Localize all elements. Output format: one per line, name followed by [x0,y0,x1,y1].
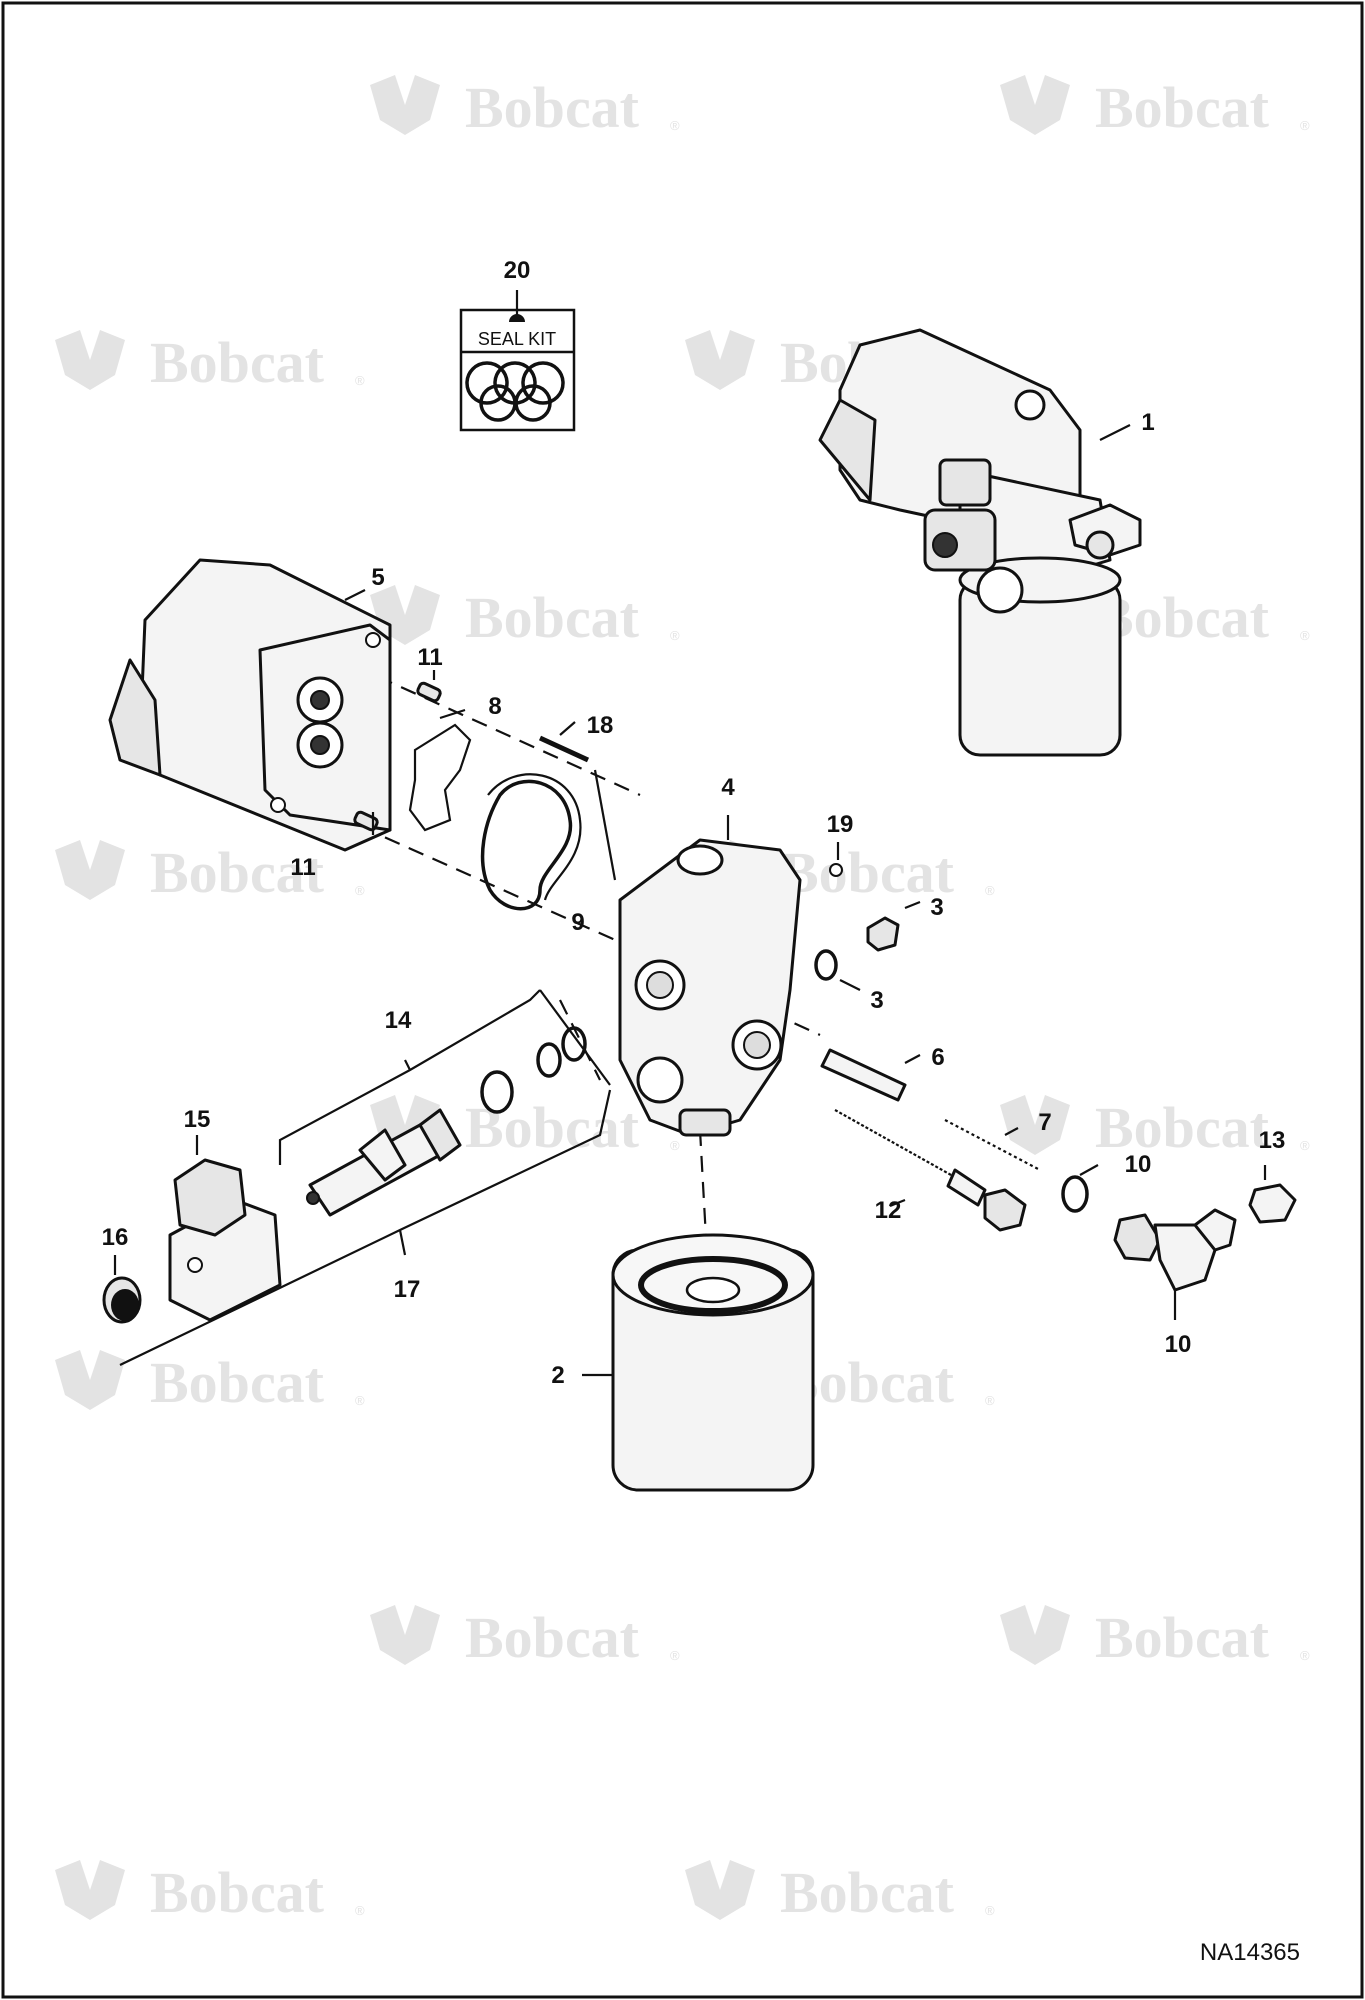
callout-1: 1 [1141,409,1154,436]
roll-pin-leader [593,769,617,881]
callout-19: 19 [827,811,854,838]
callout-10: 10 [1165,1331,1192,1358]
callout-11: 11 [290,854,315,881]
watermark-text: Bobcat [1095,75,1270,140]
watermark-text: Bobcat [465,1095,640,1160]
seal-kit-box: SEAL KIT [459,290,576,432]
callout-20: 20 [504,257,531,284]
svg-text:®: ® [355,373,365,388]
callout-6: 6 [931,1044,944,1071]
svg-text:®: ® [1300,1648,1310,1663]
watermark-logo: Bobcat ® [55,1350,365,1415]
watermark-logo: Bobcat ® [370,585,680,650]
watermark-logo: Bobcat ® [370,1605,680,1670]
coil-nut [102,1276,142,1324]
cartridge-valve [306,1108,462,1217]
filter-element [611,1233,815,1492]
assembled-pump-filter [818,328,1142,757]
plug [866,916,900,952]
callout-5: 5 [371,564,384,591]
watermark-text: Bobcat [780,840,955,905]
elbow-fitting [1113,1208,1237,1292]
watermark-logo: Bobcat ® [1000,75,1310,140]
valve-o-ring [480,1070,514,1114]
callout-7: 7 [1038,1109,1051,1136]
watermark-text: Bobcat [150,840,325,905]
watermark-text: Bobcat [150,1350,325,1415]
watermark-text: Bobcat [465,75,640,140]
svg-text:®: ® [355,883,365,898]
callout-10: 10 [1125,1151,1152,1178]
watermark-logo: Bobcat ® [55,330,365,395]
watermark-logo: Bobcat ® [685,1860,995,1925]
dowel-pin [416,681,442,703]
callout-3: 3 [870,987,883,1014]
roll-pin [538,735,590,763]
callout-labels: 1 2 3 3 4 5 6 7 8 9 10 10 11 11 12 13 14… [102,257,1286,1389]
filter-head-manifold [618,838,802,1137]
watermark-text: Bobcat [150,1860,325,1925]
leader-lines [113,424,1267,1377]
solenoid-coil [168,1158,282,1322]
callout-14: 14 [385,1007,412,1034]
svg-text:®: ® [1300,628,1310,643]
hydraulic-pump [108,558,392,852]
svg-text:®: ® [355,1903,365,1918]
svg-text:®: ® [670,1648,680,1663]
watermark-logo: Bobcat ® [55,1860,365,1925]
watermark-logo: Bobcat ® [370,75,680,140]
callout-15: 15 [184,1106,211,1133]
callout-9: 9 [571,909,584,936]
svg-text:®: ® [670,628,680,643]
watermark-text: Bobcat [465,585,640,650]
callout-11: 11 [417,644,442,671]
callout-17: 17 [394,1276,421,1303]
svg-text:®: ® [985,883,995,898]
watermark-logo: Bobcat ® [55,840,365,905]
fitting-o-ring [1061,1175,1089,1213]
watermark-logo: Bobcat ® [1000,1605,1310,1670]
svg-text:®: ® [670,1138,680,1153]
gasket [408,723,472,832]
check-ball [829,863,843,877]
dowel-pin [353,810,379,832]
callout-13: 13 [1259,1127,1286,1154]
drawing-number: NA14365 [1200,1939,1300,1966]
plug-o-ring [814,949,838,981]
valve-o-ring [561,1026,587,1062]
svg-text:®: ® [670,118,680,133]
watermark-text: Bobcat [465,1605,640,1670]
watermark-text: Bobcat [780,1860,955,1925]
svg-text:®: ® [985,1393,995,1408]
svg-text:®: ® [1300,118,1310,133]
watermark-text: Bobcat [1095,1095,1270,1160]
valve-o-ring [536,1042,562,1078]
sleeve [820,1048,907,1102]
svg-text:®: ® [985,1903,995,1918]
cap-nut [1248,1183,1297,1224]
callout-12: 12 [875,1197,902,1224]
brace-17 [119,1089,612,1366]
svg-text:®: ® [1300,1138,1310,1153]
watermark-logo: Bobcat ® [1000,1095,1310,1160]
callout-2: 2 [551,1362,564,1389]
callout-16: 16 [102,1224,129,1251]
watermark-text: Bobcat [1095,1605,1270,1670]
seal-backup-ring [487,773,582,901]
capscrew [834,1109,1027,1232]
watermark-text: Bobcat [1095,585,1270,650]
svg-text:®: ® [355,1393,365,1408]
callout-8: 8 [488,693,501,720]
watermark-text: Bobcat [150,330,325,395]
callout-18: 18 [587,712,614,739]
o-ring-seal [480,779,573,911]
callout-3: 3 [930,894,943,921]
callout-4: 4 [721,774,735,801]
seal-kit-label: SEAL KIT [478,329,556,349]
